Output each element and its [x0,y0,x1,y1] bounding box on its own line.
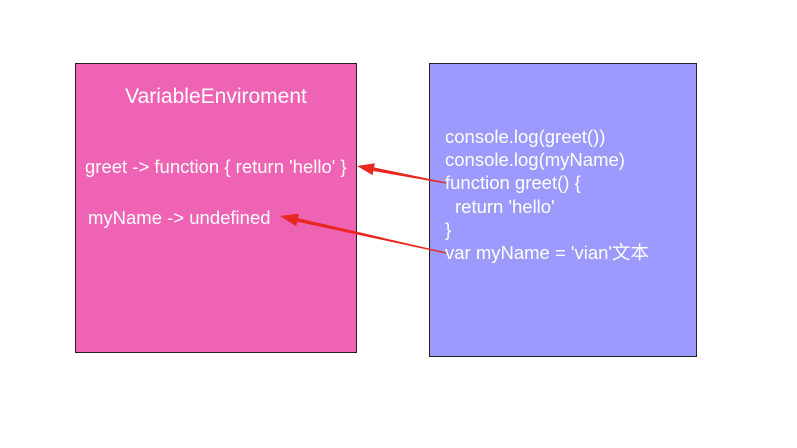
arrow-greet-head [357,163,375,176]
code-line: console.log(myName) [445,149,625,171]
code-line: var myName = 'vian'文本 [445,241,649,263]
code-line: return 'hello' [455,195,555,217]
code-line: } [445,218,452,240]
code-line: function greet() { [445,172,581,194]
variable-environment-title: VariableEnviroment [125,85,307,108]
code-box: console.log(greet()) console.log(myName)… [429,63,697,357]
env-entry-greet: greet -> function { return 'hello' } [85,156,347,177]
env-entry-myname: myName -> undefined [88,207,271,228]
code-block: console.log(greet()) console.log(myName)… [445,125,649,264]
variable-environment-box: VariableEnviroment greet -> function { r… [75,63,357,353]
code-line: console.log(greet()) [445,126,606,147]
